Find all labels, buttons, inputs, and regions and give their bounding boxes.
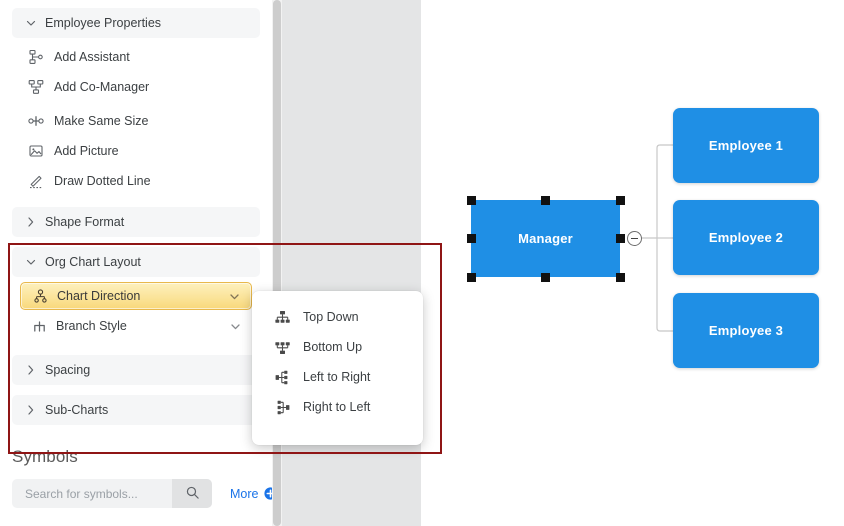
selection-handle-sw[interactable] [466, 272, 476, 282]
search-button[interactable] [172, 479, 212, 508]
collapse-minus-icon[interactable] [627, 231, 642, 246]
symbols-search-wrap [12, 479, 212, 508]
more-symbols-link[interactable]: More [230, 487, 272, 501]
symbols-search-bar: More [12, 479, 272, 508]
sub-row-branch-style[interactable]: Branch Style [20, 312, 252, 340]
draw-dotted-line-icon [28, 173, 44, 189]
menu-item-add-co-manager[interactable]: Add Co-Manager [12, 74, 260, 100]
menu-item-label: Add Assistant [54, 50, 130, 64]
menu-item-make-same-size[interactable]: Make Same Size [12, 108, 260, 134]
chevron-right-icon [24, 215, 38, 229]
section-header-employee-properties[interactable]: Employee Properties [12, 8, 260, 38]
org-node-employee-3[interactable]: Employee 3 [673, 293, 819, 368]
bottom-up-icon [274, 339, 291, 356]
selection-handle-ne[interactable] [615, 195, 625, 205]
menu-item-add-assistant[interactable]: Add Assistant [12, 44, 260, 70]
left-to-right-icon [274, 369, 291, 386]
make-same-size-icon [28, 113, 44, 129]
chevron-right-icon [24, 403, 38, 417]
section-header-shape-format[interactable]: Shape Format [12, 207, 260, 237]
properties-sidebar: Employee Properties Add Assistant [0, 0, 272, 526]
section-header-spacing[interactable]: Spacing [12, 355, 260, 385]
dropdown-item-bottom-up[interactable]: Bottom Up [252, 332, 423, 362]
add-picture-icon [28, 143, 44, 159]
section-title: Sub-Charts [45, 403, 109, 417]
right-to-left-icon [274, 399, 291, 416]
section-title: Employee Properties [45, 16, 162, 30]
selection-handle-e[interactable] [615, 234, 625, 243]
sub-row-chart-direction[interactable]: Chart Direction [20, 282, 252, 310]
menu-item-add-picture[interactable]: Add Picture [12, 138, 260, 164]
selection-handle-se[interactable] [615, 272, 625, 282]
menu-item-label: Add Co-Manager [54, 80, 150, 94]
org-node-label: Employee 2 [708, 230, 784, 245]
chevron-down-icon [24, 16, 38, 30]
menu-item-label: Draw Dotted Line [54, 174, 151, 188]
dropdown-item-left-to-right[interactable]: Left to Right [252, 362, 423, 392]
chevron-right-icon [24, 363, 38, 377]
search-icon [185, 485, 200, 503]
dropdown-item-label: Left to Right [303, 370, 371, 384]
sub-row-label: Branch Style [56, 319, 127, 333]
branch-style-icon [32, 319, 47, 334]
top-down-icon [274, 309, 291, 326]
symbols-title: Symbols [12, 447, 78, 466]
section-title: Spacing [45, 363, 91, 377]
menu-item-label: Make Same Size [54, 114, 149, 128]
minus-glyph [631, 238, 638, 239]
selection-handle-nw[interactable] [466, 195, 476, 205]
section-title: Org Chart Layout [45, 255, 141, 269]
chevron-down-icon [24, 255, 38, 269]
dropdown-item-right-to-left[interactable]: Right to Left [252, 392, 423, 422]
selection-handle-w[interactable] [466, 234, 476, 243]
section-title: Shape Format [45, 215, 125, 229]
sidebar-scrollbar[interactable] [272, 0, 282, 526]
chart-direction-dropdown[interactable]: Top Down Bottom Up [252, 291, 423, 445]
org-node-employee-2[interactable]: Employee 2 [673, 200, 819, 275]
canvas-gutter [282, 0, 421, 526]
org-chart-icon [33, 288, 48, 304]
org-node-employee-1[interactable]: Employee 1 [673, 108, 819, 183]
plus-circle-icon [264, 487, 272, 500]
dropdown-item-label: Right to Left [303, 400, 371, 414]
menu-item-draw-dotted-line[interactable]: Draw Dotted Line [12, 168, 260, 194]
dropdown-item-label: Bottom Up [303, 340, 363, 354]
add-assistant-icon [28, 49, 44, 65]
chevron-down-icon[interactable] [229, 320, 242, 333]
org-chart-canvas[interactable]: Manager Employee 1 Employee 2 Employee 3 [421, 0, 844, 526]
more-label: More [230, 486, 259, 501]
dropdown-item-top-down[interactable]: Top Down [252, 302, 423, 332]
add-co-manager-icon [28, 79, 44, 95]
org-node-label: Manager [518, 231, 573, 246]
search-input[interactable] [12, 479, 172, 508]
dropdown-item-label: Top Down [303, 310, 359, 324]
scrollbar-thumb[interactable] [273, 0, 281, 526]
section-header-sub-charts[interactable]: Sub-Charts [12, 395, 260, 425]
selection-handle-s[interactable] [541, 272, 550, 282]
org-node-label: Employee 3 [708, 323, 784, 338]
chevron-down-icon[interactable] [228, 290, 241, 303]
selection-handle-n[interactable] [541, 195, 550, 205]
sub-row-label: Chart Direction [57, 289, 141, 303]
org-node-label: Employee 1 [708, 138, 784, 153]
org-node-manager[interactable]: Manager [471, 200, 620, 277]
menu-item-label: Add Picture [54, 144, 119, 158]
section-header-org-chart-layout[interactable]: Org Chart Layout [12, 247, 260, 277]
